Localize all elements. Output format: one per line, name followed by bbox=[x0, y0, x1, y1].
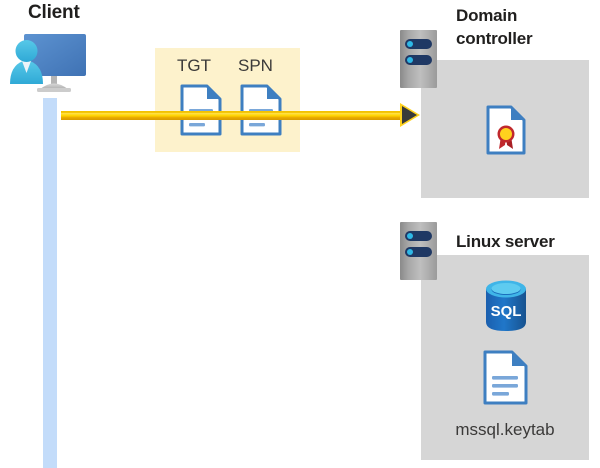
domain-controller-title-line-1: Domain bbox=[456, 6, 518, 25]
rack-bar-top bbox=[405, 231, 432, 241]
client-to-domain-controller-arrow-shaft bbox=[61, 111, 409, 120]
rack-bar-top bbox=[405, 39, 432, 49]
domain-controller-server-rack-icon bbox=[400, 30, 437, 88]
linux-server-title: Linux server bbox=[456, 232, 555, 251]
arrow-head-fill-icon bbox=[402, 106, 417, 124]
rack-led-icon bbox=[407, 249, 413, 255]
spn-label: SPN bbox=[238, 56, 273, 75]
keytab-filename-label: mssql.keytab bbox=[455, 420, 555, 439]
client-workstation-icon bbox=[6, 28, 98, 106]
keytab-document-icon bbox=[483, 350, 528, 410]
rack-led-icon bbox=[407, 57, 413, 63]
domain-controller-title-line-2: controller bbox=[456, 29, 533, 48]
rack-bar-bottom bbox=[405, 247, 432, 257]
rack-led-icon bbox=[407, 233, 413, 239]
rack-bar-bottom bbox=[405, 55, 432, 65]
sql-database-icon: SQL bbox=[480, 277, 532, 340]
certificate-document-icon bbox=[486, 105, 526, 160]
rack-led-icon bbox=[407, 41, 413, 47]
client-title: Client bbox=[28, 2, 80, 23]
tgt-label: TGT bbox=[177, 56, 211, 75]
linux-server-rack-icon bbox=[400, 222, 437, 280]
domain-controller-title: Domain controller bbox=[456, 4, 586, 50]
svg-text:SQL: SQL bbox=[491, 303, 522, 320]
client-lifeline bbox=[43, 98, 57, 468]
